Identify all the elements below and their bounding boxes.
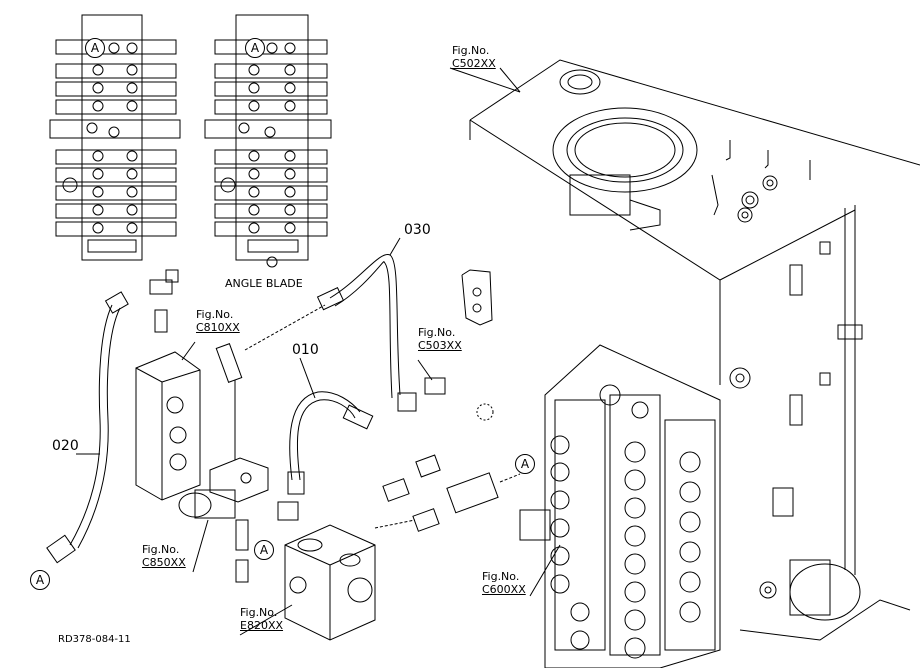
fig-ref-c502-code: C502XX — [452, 57, 496, 70]
bracket-part — [461, 269, 493, 326]
hose-020 — [46, 291, 129, 564]
valve-schematic-left — [49, 14, 181, 261]
control-valve-c600 — [519, 344, 721, 668]
hose-030 — [244, 254, 417, 412]
valve-schematic-angle-blade — [204, 14, 332, 268]
part-number-020: 020 — [52, 438, 79, 454]
fig-ref-c810: Fig.No. C810XX — [196, 308, 240, 334]
fig-ref-c600: Fig.No. C600XX — [482, 570, 526, 596]
connector-mark-a-angle-blade: A — [245, 38, 265, 58]
fittings-chain — [374, 377, 521, 532]
fig-ref-c600-prefix: Fig.No. — [482, 570, 520, 583]
fig-ref-c850-code: C850XX — [142, 556, 186, 569]
fig-ref-c850: Fig.No. C850XX — [142, 543, 186, 569]
fig-ref-c850-prefix: Fig.No. — [142, 543, 180, 556]
part-number-010: 010 — [292, 342, 319, 358]
fig-ref-c502: Fig.No. C502XX — [452, 44, 496, 70]
leader-lines — [76, 67, 561, 636]
hose-010 — [287, 391, 374, 495]
fig-ref-c503-prefix: Fig.No. — [418, 326, 456, 339]
connector-mark-a-left-valve: A — [85, 38, 105, 58]
angle-blade-title: ANGLE BLADE — [225, 277, 303, 290]
connector-mark-a-valve: A — [254, 540, 274, 560]
fig-ref-c810-prefix: Fig.No. — [196, 308, 234, 321]
connector-mark-a-hose: A — [30, 570, 50, 590]
fig-ref-c502-prefix: Fig.No. — [452, 44, 490, 57]
part-number-030: 030 — [404, 222, 431, 238]
connector-mark-a-control: A — [515, 454, 535, 474]
fig-ref-e820-prefix: Fig.No. — [240, 606, 278, 619]
fig-ref-c503: Fig.No. C503XX — [418, 326, 462, 352]
machine-frame — [469, 59, 920, 641]
block-e820 — [284, 524, 376, 641]
fig-ref-e820-code: E820XX — [240, 619, 284, 632]
block-c810 — [135, 351, 201, 501]
fig-ref-c810-code: C810XX — [196, 321, 240, 334]
drawing-reference: RD378-084-11 — [58, 634, 131, 645]
valve-c850 — [178, 343, 299, 583]
fig-ref-c503-code: C503XX — [418, 339, 462, 352]
tee-fitting — [149, 269, 179, 333]
fig-ref-c600-code: C600XX — [482, 583, 526, 596]
fig-ref-e820: Fig.No. E820XX — [240, 606, 283, 632]
